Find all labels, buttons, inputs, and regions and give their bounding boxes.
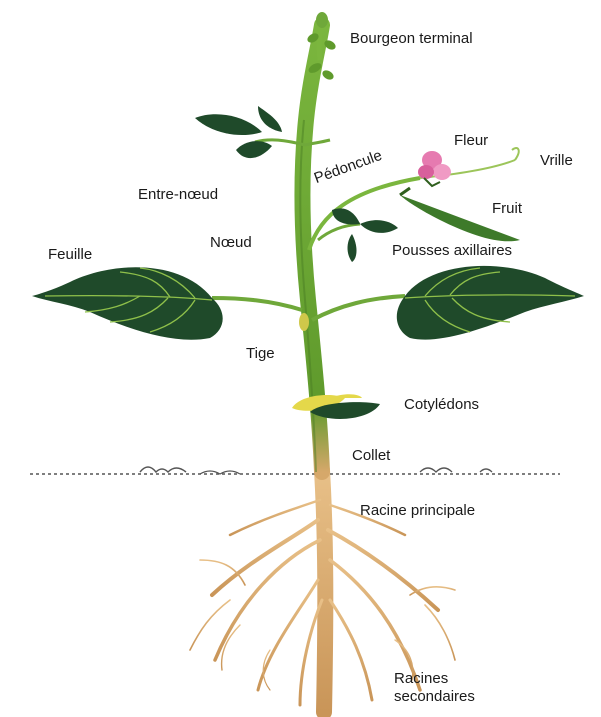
label-vrille: Vrille: [540, 152, 573, 170]
label-racines-secondaires-1: Racines: [394, 670, 448, 688]
cotyledons: [292, 394, 380, 419]
soil-line: [30, 467, 560, 474]
label-fruit: Fruit: [492, 200, 522, 218]
label-fleur: Fleur: [454, 132, 488, 150]
label-collet: Collet: [352, 447, 390, 465]
label-feuille: Feuille: [48, 246, 92, 264]
node-bud: [299, 313, 309, 331]
label-noeud: Nœud: [210, 234, 252, 252]
label-bourgeon-terminal: Bourgeon terminal: [350, 30, 473, 48]
label-pousses-axillaires: Pousses axillaires: [392, 242, 512, 260]
label-racine-principale: Racine principale: [360, 502, 475, 520]
flower: [418, 151, 451, 186]
leaf-right: [312, 266, 584, 340]
label-cotyledons: Cotylédons: [404, 396, 479, 414]
label-entre-noeud: Entre-nœud: [138, 186, 218, 204]
label-racines-secondaires-2: secondaires: [394, 688, 475, 706]
leaf-left: [32, 267, 302, 339]
label-tige: Tige: [246, 345, 275, 363]
